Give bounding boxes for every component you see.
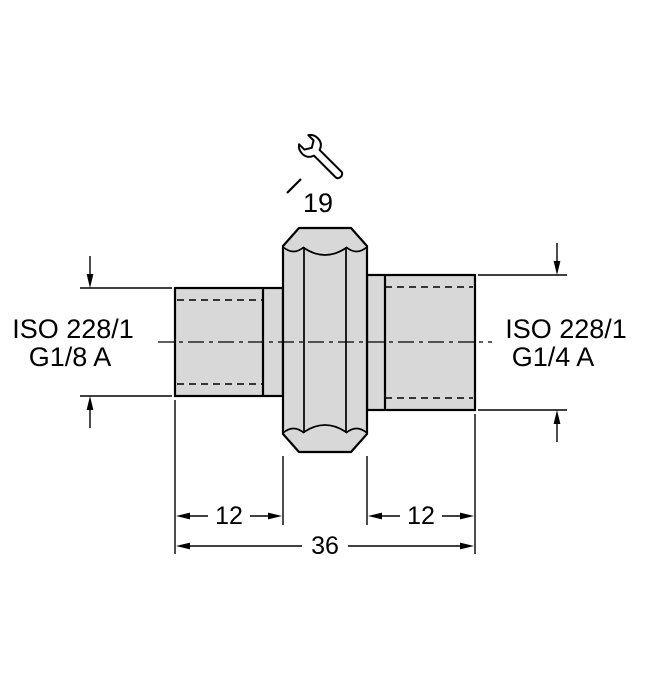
right-thread-spec-line1: ISO 228/1 <box>505 314 627 344</box>
dim12R-arrowhead-left <box>368 512 382 520</box>
fitting-body <box>158 226 492 454</box>
dim36-value: 36 <box>311 532 339 560</box>
right-arrowhead-down <box>553 261 561 275</box>
right-arrowhead-up <box>553 410 561 424</box>
left-arrowhead-down <box>86 274 94 288</box>
dim36-arrowhead-left <box>176 542 190 550</box>
dim12R-value: 12 <box>407 502 435 530</box>
hex-chamfer-arc-top-middle <box>303 247 347 256</box>
right-thread-spec-line2: G1/4 A <box>512 342 595 372</box>
hex-chamfer-arc-bottom-right <box>345 427 368 434</box>
wrench-icon <box>286 133 344 194</box>
dim12R-arrowhead-right <box>460 512 474 520</box>
dim12L-value: 12 <box>215 502 243 530</box>
left-diameter-dimension <box>80 256 172 428</box>
wrench-size-label: 19 <box>303 188 333 218</box>
dim-left-thread-length: 12 <box>176 502 282 530</box>
left-thread-spec-line1: ISO 228/1 <box>12 314 134 344</box>
hex-chamfer-arc-bottom-left <box>282 427 305 434</box>
wrench-accent-line <box>286 178 302 194</box>
wrench-outline <box>297 133 344 180</box>
length-dimensions: 12 12 36 <box>174 400 476 560</box>
dim12L-arrowhead-left <box>176 512 190 520</box>
hex-body <box>281 226 369 454</box>
hex-chamfer-arc-top-left <box>282 246 305 253</box>
left-arrowhead-up <box>86 396 94 410</box>
right-diameter-dimension <box>478 243 567 442</box>
hex-chamfer-arc-top-right <box>345 246 368 253</box>
dim-right-thread-length: 12 <box>368 502 474 530</box>
dim36-arrowhead-right <box>460 542 474 550</box>
dim12L-arrowhead-right <box>268 512 282 520</box>
hex-chamfer-arc-bottom-middle <box>303 424 347 433</box>
left-thread-spec-line2: G1/8 A <box>29 342 112 372</box>
dim-overall-length: 36 <box>176 532 474 560</box>
